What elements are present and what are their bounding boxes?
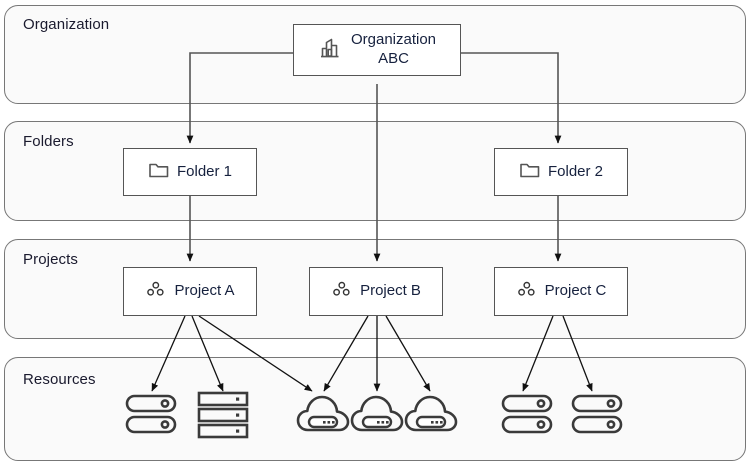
node-project-b-label: Project B <box>360 282 421 300</box>
node-organization-label: Organization ABC <box>351 31 436 69</box>
edge-project-c-to-resource-7 <box>562 315 593 392</box>
compute-instance-icon[interactable] <box>570 392 626 443</box>
edge-project-c-to-resource-6 <box>522 315 554 392</box>
node-folder-2-label: Folder 2 <box>547 162 604 180</box>
layer-label-folders: Folders <box>23 133 74 150</box>
node-project-c[interactable]: Project C <box>494 267 628 316</box>
node-project-b[interactable]: Project B <box>309 267 443 316</box>
folder-icon <box>148 160 170 185</box>
edge-organization-to-folder-2 <box>461 52 562 144</box>
edge-project-a-to-resource-1 <box>151 315 186 392</box>
layer-label-resources: Resources <box>23 371 96 388</box>
node-project-a[interactable]: Project A <box>123 267 257 316</box>
layer-label-organization: Organization <box>23 16 110 33</box>
node-organization-label-line2: ABC <box>378 50 409 67</box>
node-organization-label-line1: Organization <box>350 31 437 49</box>
node-folder-1-label: Folder 1 <box>176 162 233 180</box>
layer-label-projects: Projects <box>23 251 78 268</box>
node-folder-2[interactable]: Folder 2 <box>494 148 628 196</box>
project-dots-icon <box>331 279 353 304</box>
node-project-c-label: Project C <box>544 282 607 300</box>
edge-project-b-to-resource-5 <box>385 315 431 392</box>
cloud-service-icon[interactable] <box>350 388 406 443</box>
project-dots-icon <box>145 279 167 304</box>
project-dots-icon <box>516 279 538 304</box>
compute-instance-icon[interactable] <box>500 392 556 443</box>
compute-instance-icon[interactable] <box>124 392 180 443</box>
edge-project-a-to-resource-3 <box>198 315 313 392</box>
node-project-a-label: Project A <box>174 282 235 300</box>
cloud-service-icon[interactable] <box>296 388 352 443</box>
node-folder-1[interactable]: Folder 1 <box>123 148 257 196</box>
organization-building-icon <box>318 35 344 66</box>
edge-project-a-to-resource-2 <box>191 315 224 392</box>
folder-icon <box>519 160 541 185</box>
database-stack-icon[interactable] <box>196 390 252 445</box>
edge-organization-to-folder-1 <box>186 52 293 144</box>
edge-project-b-to-resource-3 <box>323 315 369 392</box>
cloud-service-icon[interactable] <box>404 388 460 443</box>
node-organization[interactable]: Organization ABC <box>293 24 461 76</box>
